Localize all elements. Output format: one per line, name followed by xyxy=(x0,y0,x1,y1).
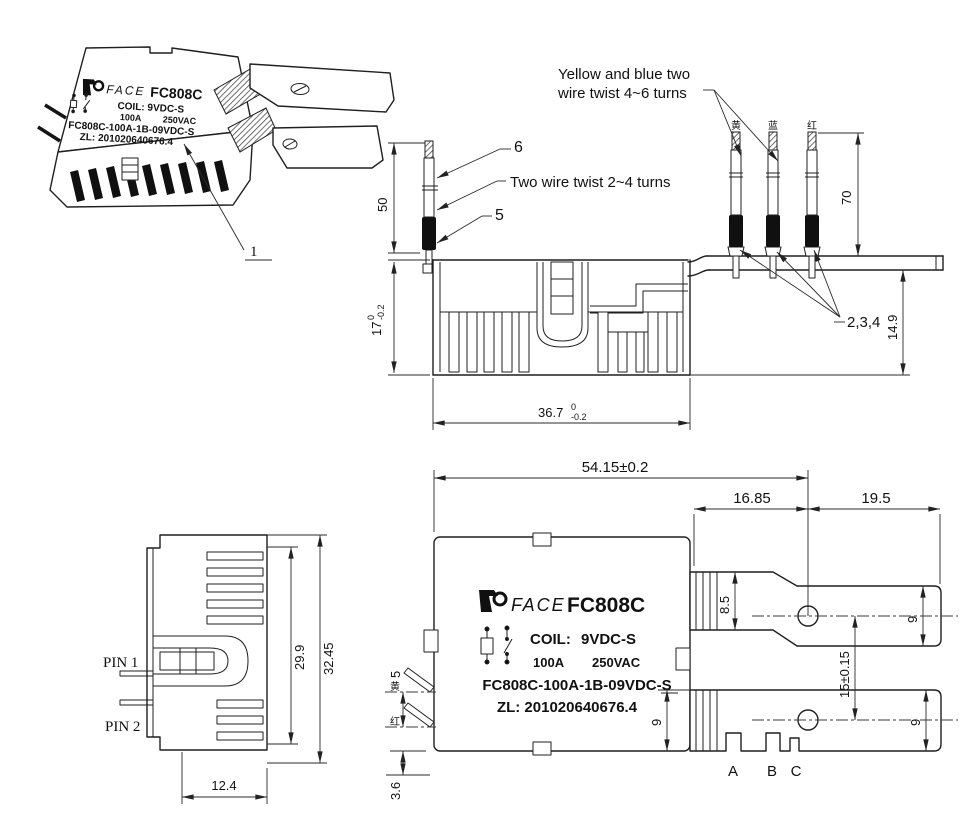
lead-wires-group xyxy=(727,131,821,279)
pin1-label: PIN 1 xyxy=(103,655,138,671)
dim-12-4: 12.4 xyxy=(211,778,236,793)
iso-view: FACE FC808C COIL: 9VDC-S 100A 250VAC FC8… xyxy=(37,46,395,261)
callout-5: 5 xyxy=(495,207,504,224)
dim-8-5: 8.5 xyxy=(717,596,732,614)
front-wire-red: 红 xyxy=(390,715,400,728)
left-comb-slots xyxy=(206,551,264,741)
dim-14-9: 14.9 xyxy=(885,315,900,340)
front-coil-value: 9VDC-S xyxy=(581,631,636,648)
front-nameplate: FACE FC808C COIL: 9VDC-S 100A 250VAC FC8… xyxy=(479,590,678,716)
dim-9-body: 9 xyxy=(649,719,664,726)
dim-9-lower: 9 xyxy=(908,719,923,726)
iso-current: 100A xyxy=(120,112,143,123)
side-view: 黄 蓝 红 50 17 0 -0.2 36.7 0 -0.2 70 14.9 xyxy=(366,66,944,430)
front-voltage: 250VAC xyxy=(592,655,641,670)
dim-17-tol-top: 0 xyxy=(366,315,376,320)
iso-serial: ZL: 201020640676.4 xyxy=(79,132,173,148)
dim-17: 17 xyxy=(369,322,384,336)
left-tongue xyxy=(153,635,249,687)
front-brand: FACE xyxy=(511,595,566,615)
wire-color-blue: 蓝 xyxy=(768,120,778,132)
front-model: FC808C xyxy=(567,594,645,617)
dim-50: 50 xyxy=(375,198,390,212)
dim-54-15: 54.15±0.2 xyxy=(582,459,649,476)
dim-367-tol-top: 0 xyxy=(571,402,576,412)
iso-coil-pins xyxy=(37,103,67,143)
note-yellow-blue-line2: wire twist 4~6 turns xyxy=(557,85,687,102)
dim-367-tol-bot: -0.2 xyxy=(571,412,587,422)
dim-3-6: 3.6 xyxy=(388,782,403,800)
left-view: PIN 1 PIN 2 29.9 32.45 12.4 xyxy=(103,534,336,804)
callout-1: 1 xyxy=(250,244,258,260)
dim-17-tol-bot: -0.2 xyxy=(376,304,386,320)
dim-19-5: 19.5 xyxy=(861,490,890,507)
iso-coil-symbol-icon xyxy=(69,93,91,114)
note-two-wire-twist: Two wire twist 2~4 turns xyxy=(510,174,670,191)
iso-upper-blade xyxy=(249,63,395,113)
front-serial: ZL: 201020640676.4 xyxy=(497,699,638,716)
dim-17-group: 17 0 -0.2 xyxy=(366,304,386,336)
coil-lead-wire xyxy=(422,140,438,274)
callout-1-leader xyxy=(183,143,245,251)
front-part-no: FC808C-100A-1B-09VDC-S xyxy=(482,677,671,694)
note-yellow-blue-line1: Yellow and blue two xyxy=(558,66,690,83)
callout-2-3-4: 2,3,4 xyxy=(847,314,880,331)
dim-70: 70 xyxy=(839,191,854,205)
dim-15: 15±0.15 xyxy=(837,651,852,698)
front-current: 100A xyxy=(533,655,565,670)
terminal-b-label: B xyxy=(767,763,777,780)
iso-nameplate: FACE FC808C COIL: 9VDC-S 100A 250VAC FC8… xyxy=(68,78,203,148)
pin2-lead xyxy=(119,699,153,706)
side-comb-teeth xyxy=(448,311,678,373)
dim-36-7: 36.7 xyxy=(538,405,563,420)
pin2-label: PIN 2 xyxy=(105,719,140,735)
terminal-c-label: C xyxy=(791,763,802,780)
dim-367-group: 36.7 0 -0.2 xyxy=(538,402,587,422)
wire-color-yellow: 黄 xyxy=(731,119,741,132)
brand-logo-icon xyxy=(479,590,498,612)
iso-lower-blade xyxy=(272,125,384,169)
pin1-lead xyxy=(119,670,153,677)
ladder-detail xyxy=(550,261,574,315)
dim-9-upper: 9 xyxy=(905,616,920,623)
front-view: A B C FACE FC808C COIL: 9VDC-S xyxy=(385,459,958,800)
terminal-a-label: A xyxy=(728,763,738,780)
front-wire-yellow: 黄 xyxy=(390,680,400,693)
dim-29-9: 29.9 xyxy=(292,645,307,670)
iso-model: FC808C xyxy=(150,84,203,103)
dim-16-85: 16.85 xyxy=(733,490,771,507)
brand-logo-icon xyxy=(82,78,97,96)
iso-coil: COIL: 9VDC-S xyxy=(117,101,185,116)
dim-32-45: 32.45 xyxy=(321,642,336,675)
front-coil-label: COIL: xyxy=(530,631,571,648)
wire-color-red: 红 xyxy=(807,119,817,132)
dim-5: 5 xyxy=(388,671,403,678)
coil-symbol-icon xyxy=(480,625,513,665)
callout-6: 6 xyxy=(514,139,523,156)
iso-brand: FACE xyxy=(106,82,146,98)
iso-voltage: 250VAC xyxy=(163,114,197,126)
iso-comb-teeth xyxy=(70,160,229,202)
